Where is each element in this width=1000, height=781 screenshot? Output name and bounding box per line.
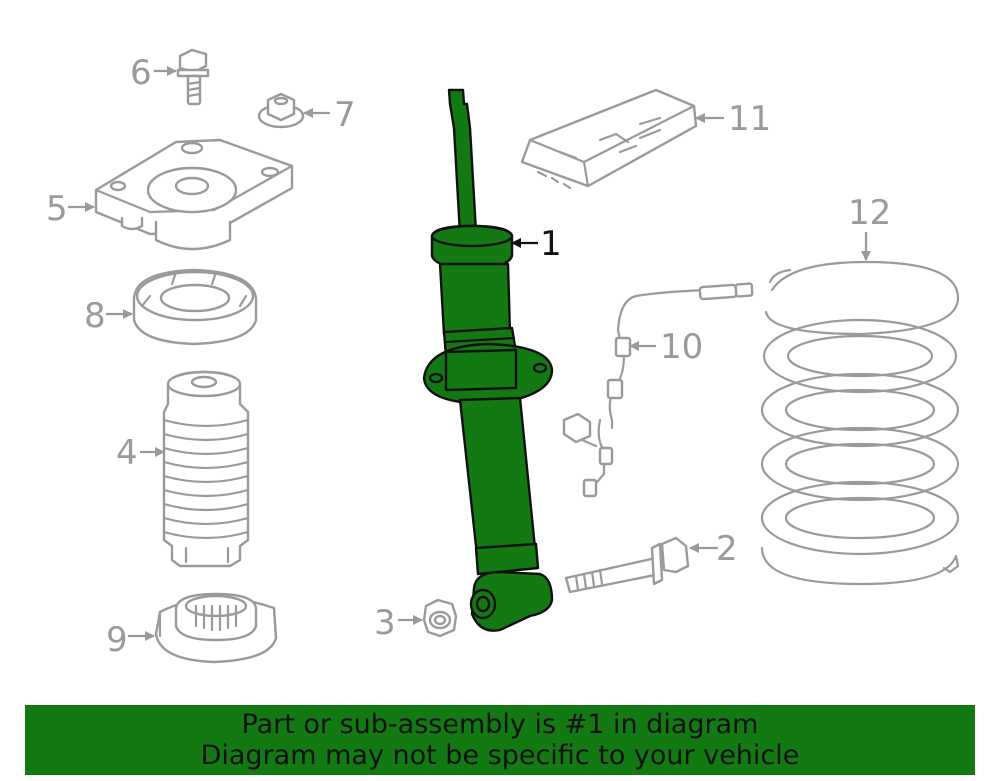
- part-2-bolt: [564, 536, 690, 594]
- part-7-nut: [257, 92, 305, 129]
- part-4-dust-boot: [162, 370, 250, 568]
- callout-10: 10: [660, 327, 703, 367]
- part-9-lower-isolator: [154, 592, 278, 664]
- callout-5: 5: [46, 189, 68, 229]
- callout-6: 6: [130, 53, 152, 93]
- banner-line-2: Diagram may not be specific to your vehi…: [200, 740, 800, 771]
- part-1-strut-assembly: [422, 88, 554, 632]
- callout-11: 11: [728, 99, 771, 139]
- callout-4: 4: [116, 433, 138, 473]
- part-10-sensor-harness: [562, 282, 754, 498]
- part-5-upper-mount: [94, 138, 294, 251]
- callout-3: 3: [374, 603, 396, 643]
- callout-8: 8: [84, 296, 106, 336]
- leaders: [68, 66, 871, 641]
- parts-diagram: 1 2 3 4 5 6 7 8 9 10 11 12: [46, 48, 960, 664]
- part-3-nut: [422, 598, 458, 638]
- callout-1: 1: [540, 224, 562, 264]
- info-banner: Part or sub-assembly is #1 in diagram Di…: [25, 705, 975, 775]
- callout-12: 12: [848, 193, 891, 233]
- banner-line-1: Part or sub-assembly is #1 in diagram: [241, 709, 759, 740]
- part-6-bolt: [176, 48, 210, 106]
- part-11-pad: [520, 88, 698, 190]
- part-12-coil-spring: [760, 260, 960, 586]
- callout-9: 9: [106, 620, 128, 660]
- callout-7: 7: [334, 95, 356, 135]
- callout-2: 2: [716, 529, 738, 569]
- part-8-spring-seat: [132, 268, 258, 346]
